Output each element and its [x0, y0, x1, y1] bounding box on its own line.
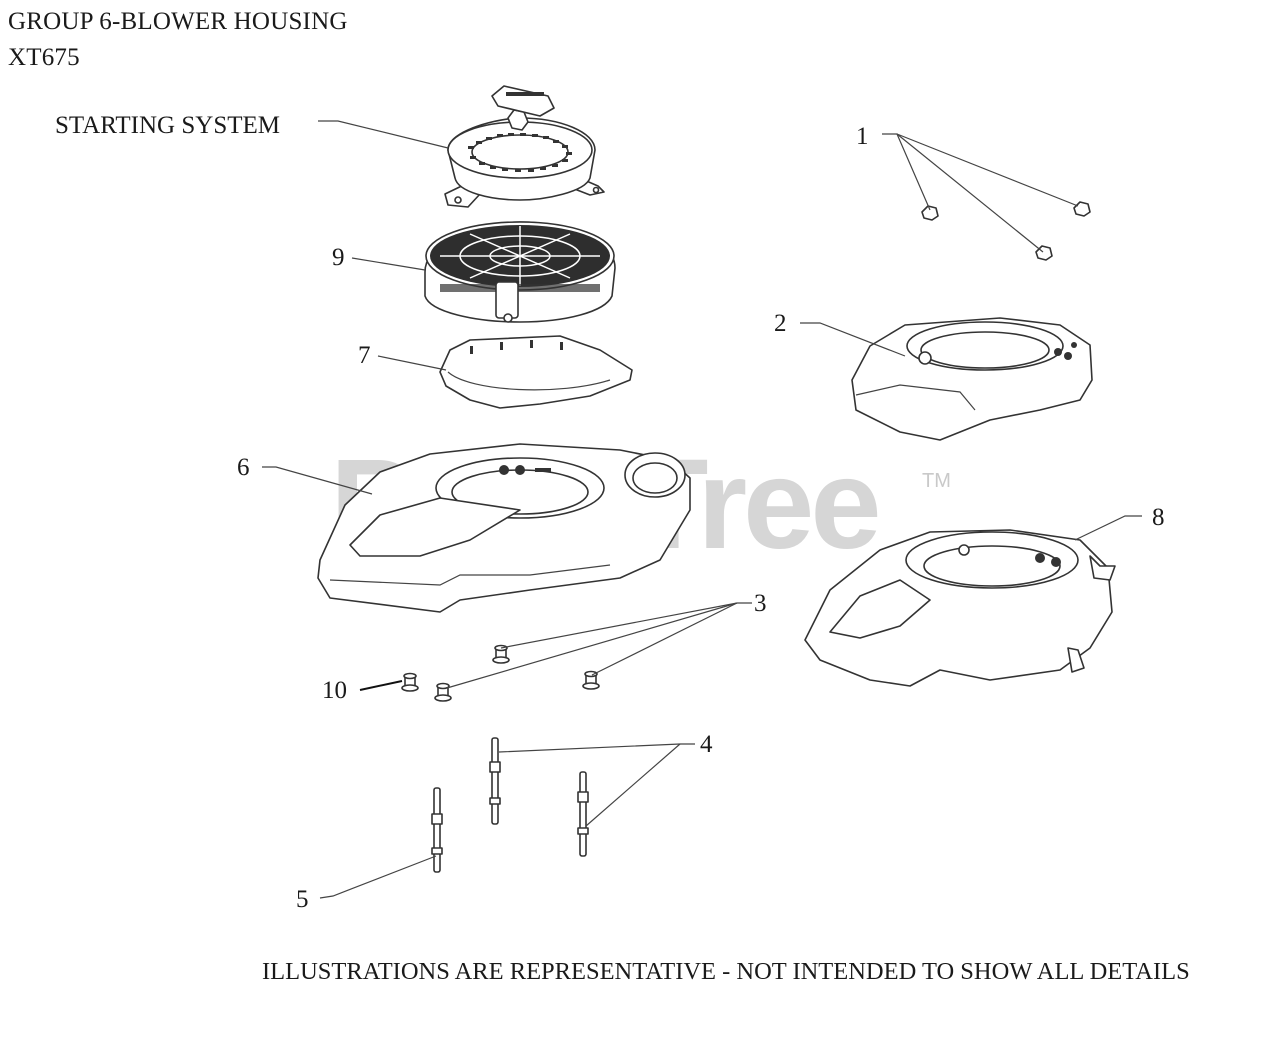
callout-6: 6: [237, 454, 250, 481]
part-7-guard[interactable]: [439, 335, 633, 409]
part-10-spacer[interactable]: [401, 672, 419, 692]
callout-2: 2: [774, 310, 787, 337]
callout-leader-lines: [262, 120, 1142, 899]
callout-8: 8: [1152, 504, 1165, 531]
callout-3: 3: [754, 590, 767, 617]
part-4-studs[interactable]: [489, 737, 589, 857]
callout-9: 9: [332, 244, 345, 271]
part-9-screen[interactable]: [424, 221, 616, 323]
starting-system-part[interactable]: [444, 85, 605, 208]
illustration-disclaimer: ILLUSTRATIONS ARE REPRESENTATIVE - NOT I…: [262, 958, 1190, 985]
diagram-group-title: GROUP 6-BLOWER HOUSING: [8, 8, 348, 35]
part-8-blower-housing[interactable]: [804, 529, 1116, 687]
callout-7: 7: [358, 342, 371, 369]
callout-10: 10: [322, 677, 347, 704]
part-2-blower-housing[interactable]: [851, 317, 1093, 441]
part-5-stud[interactable]: [431, 787, 443, 873]
trademark-symbol: TM: [922, 470, 951, 492]
callout-5: 5: [296, 886, 309, 913]
callout-4: 4: [700, 731, 713, 758]
part-3-spacers[interactable]: [434, 644, 600, 702]
diagram-model-number: XT675: [8, 44, 80, 71]
callout-1: 1: [856, 123, 869, 150]
part-1-nuts[interactable]: [921, 201, 1091, 261]
part-6-blower-housing[interactable]: [317, 443, 691, 613]
callout-starting-system: STARTING SYSTEM: [55, 112, 280, 139]
